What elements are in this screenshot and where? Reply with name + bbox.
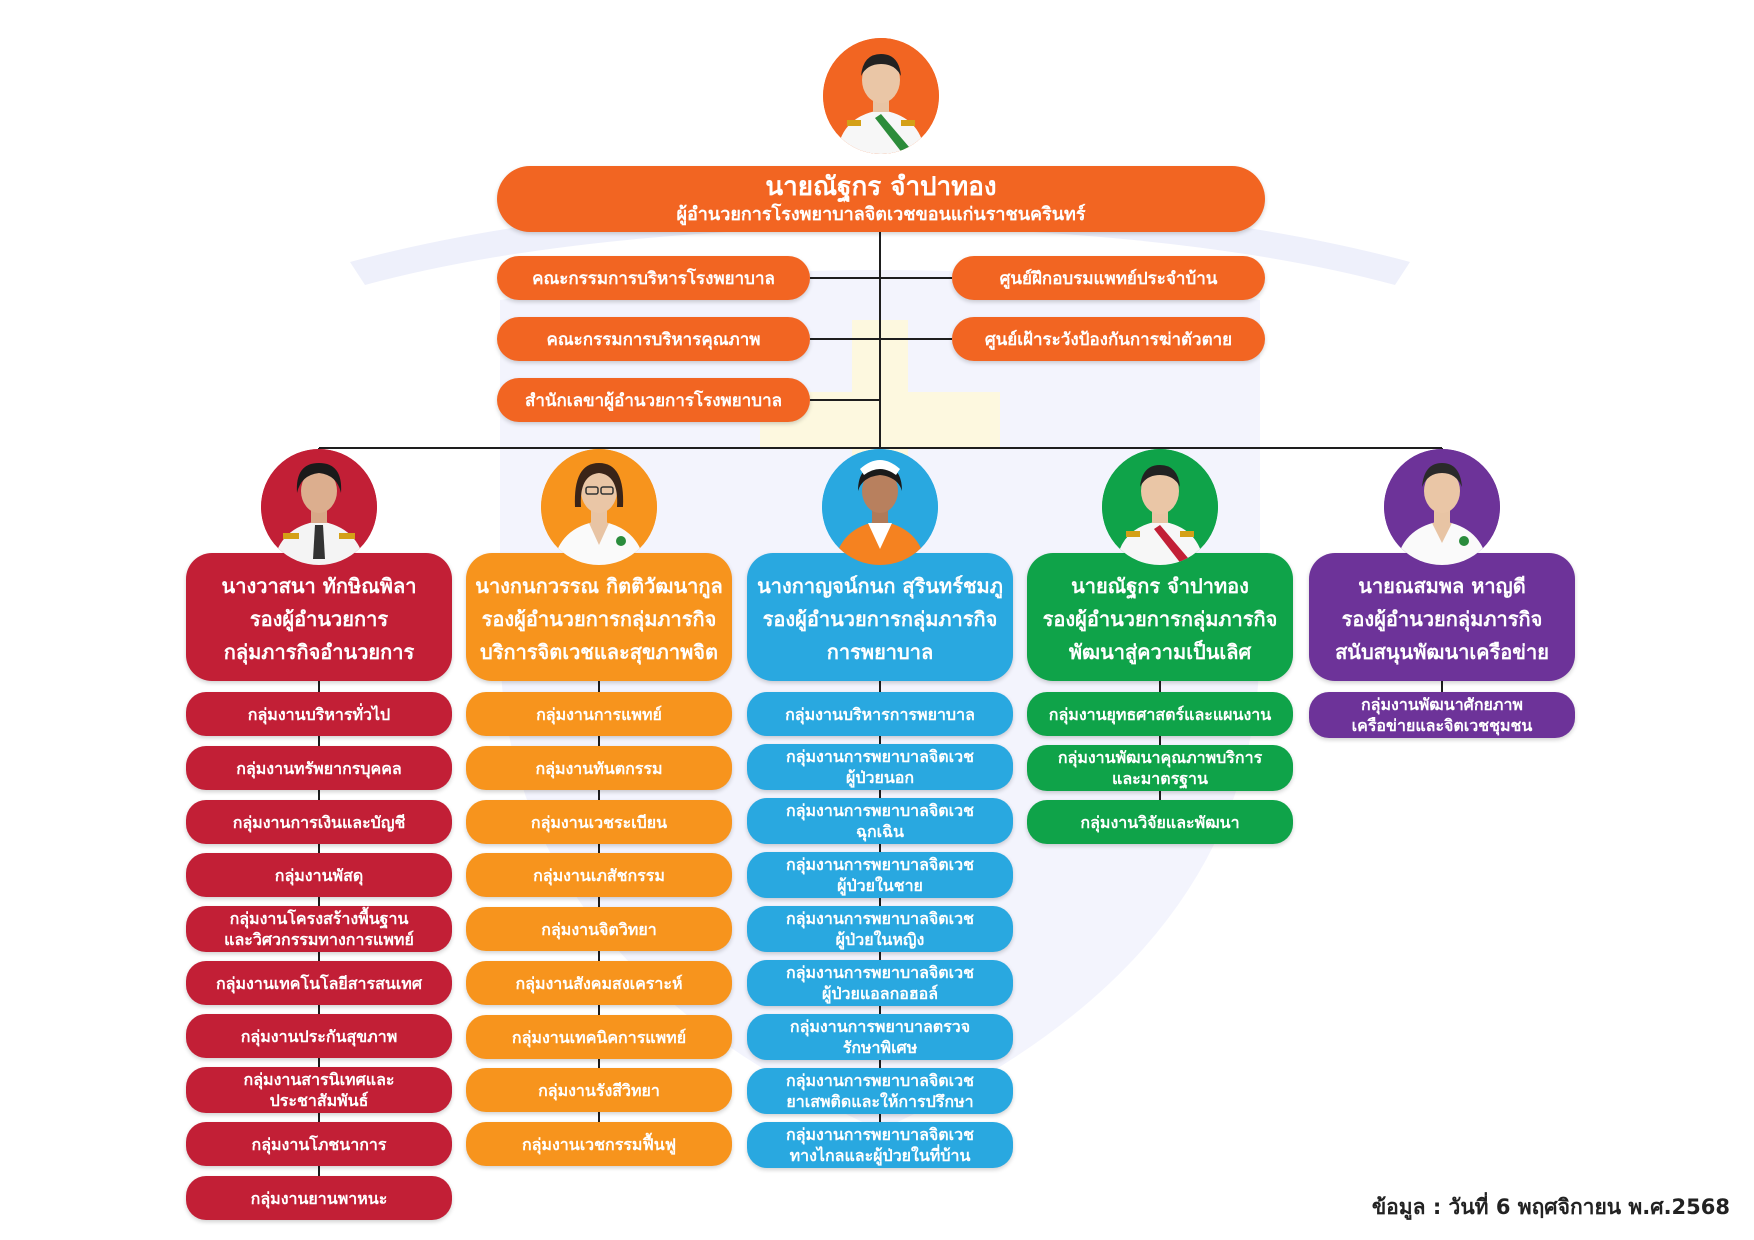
director-portrait — [823, 38, 939, 154]
dept-3-work-group: กลุ่มงานการพยาบาลจิตเวช ฉุกเฉิน — [747, 798, 1013, 844]
dept-3-work-group: กลุ่มงานการพยาบาลจิตเวช ยาเสพติดและให้กา… — [747, 1068, 1013, 1114]
dept-3-header: นางกาญจน์กนก สุรินทร์ชมภู รองผู้อำนวยการ… — [747, 553, 1013, 681]
dept-2-work-group: กลุ่มงานรังสีวิทยา — [466, 1068, 732, 1112]
dept-3-work-group: กลุ่มงานการพยาบาลตรวจ รักษาพิเศษ — [747, 1014, 1013, 1060]
dept-3-name: นางกาญจน์กนก สุรินทร์ชมภู — [757, 573, 1003, 598]
dept-1-name: นางวาสนา ทักษิณพิลา — [221, 573, 417, 598]
dept-2-work-group: กลุ่มงานจิตวิทยา — [466, 907, 732, 951]
director-name: นายณัฐกร จำปาทอง — [765, 172, 997, 202]
data-date-footer: ข้อมูล : วันที่ 6 พฤศจิกายน พ.ศ.2568 — [1371, 1195, 1730, 1219]
unit-quality-committee: คณะกรรมการบริหารคุณภาพ — [497, 317, 810, 361]
dept-3-work-group: กลุ่มงานบริหารการพยาบาล — [747, 692, 1013, 736]
dept-3-role: รองผู้อำนวยการกลุ่มภารกิจ — [762, 606, 998, 631]
dept-1-work-group: กลุ่มงานการเงินและบัญชี — [186, 800, 452, 844]
dept-5-role: รองผู้อำนวยกลุ่มภารกิจ — [1341, 606, 1543, 631]
dept-5-group: สนับสนุนพัฒนาเครือข่าย — [1335, 639, 1549, 664]
dept-4-name: นายณัฐกร จำปาทอง — [1071, 573, 1249, 598]
unit-director-secretary: สำนักเลขาผู้อำนวยการโรงพยาบาล — [497, 378, 810, 422]
director-title: ผู้อำนวยการโรงพยาบาลจิตเวชขอนแก่นราชนคริ… — [676, 204, 1086, 225]
dept-1-work-group: กลุ่มงานโภชนาการ — [186, 1122, 452, 1166]
dept-2-work-group: กลุ่มงานเวชกรรมฟื้นฟู — [466, 1122, 732, 1166]
dept-2-name: นางกนกวรรณ กิตติวัฒนากูล — [475, 573, 723, 598]
unit-hospital-committee: คณะกรรมการบริหารโรงพยาบาล — [497, 256, 810, 300]
dept-2-work-group: กลุ่มงานสังคมสงเคราะห์ — [466, 961, 732, 1005]
dept-2-work-group: กลุ่มงานการแพทย์ — [466, 692, 732, 736]
dept-1-work-group: กลุ่มงานสารนิเทศและ ประชาสัมพันธ์ — [186, 1067, 452, 1113]
deputy-3-portrait — [822, 449, 938, 565]
dept-1-role: รองผู้อำนวยการ — [249, 606, 389, 631]
dept-2-work-group: กลุ่มงานทันตกรรม — [466, 746, 732, 790]
deputy-2-portrait — [541, 449, 657, 565]
dept-4-work-group: กลุ่มงานวิจัยและพัฒนา — [1027, 800, 1293, 844]
dept-5-name: นายณสมพล หาญดี — [1358, 573, 1526, 598]
dept-1-work-group: กลุ่มงานยานพาหนะ — [186, 1176, 452, 1220]
dept-2-work-group: กลุ่มงานเวชระเบียน — [466, 800, 732, 844]
dept-1-header: นางวาสนา ทักษิณพิลา รองผู้อำนวยการ กลุ่ม… — [186, 553, 452, 681]
dept-1-work-group: กลุ่มงานโครงสร้างพื้นฐาน และวิศวกรรมทางก… — [186, 906, 452, 952]
dept-2-work-group: กลุ่มงานเภสัชกรรม — [466, 853, 732, 897]
dept-1-work-group: กลุ่มงานบริหารทั่วไป — [186, 692, 452, 736]
dept-2-group: บริการจิตเวชและสุขภาพจิต — [480, 639, 718, 664]
dept-5-work-group: กลุ่มงานพัฒนาศักยภาพ เครือข่ายและจิตเวชช… — [1309, 692, 1575, 738]
dept-3-group: การพยาบาล — [826, 639, 934, 664]
dept-3-work-group: กลุ่มงานการพยาบาลจิตเวช ผู้ป่วยในหญิง — [747, 906, 1013, 952]
dept-1-group: กลุ่มภารกิจอำนวยการ — [223, 639, 415, 664]
deputy-5-portrait — [1384, 449, 1500, 565]
dept-1-work-group: กลุ่มงานเทคโนโลยีสารสนเทศ — [186, 961, 452, 1005]
dept-3-work-group: กลุ่มงานการพยาบาลจิตเวช ผู้ป่วยแอลกอฮอล์ — [747, 960, 1013, 1006]
unit-residency-training-center: ศูนย์ฝึกอบรมแพทย์ประจำบ้าน — [952, 256, 1265, 300]
dept-3-work-group: กลุ่มงานการพยาบาลจิตเวช ทางไกลและผู้ป่วย… — [747, 1122, 1013, 1168]
dept-1-work-group: กลุ่มงานพัสดุ — [186, 853, 452, 897]
dept-4-role: รองผู้อำนวยการกลุ่มภารกิจ — [1042, 606, 1278, 631]
dept-1-work-group: กลุ่มงานทรัพยากรบุคคล — [186, 746, 452, 790]
dept-4-group: พัฒนาสู่ความเป็นเลิศ — [1068, 639, 1252, 664]
dept-2-role: รองผู้อำนวยการกลุ่มภารกิจ — [481, 606, 717, 631]
dept-1-work-group: กลุ่มงานประกันสุขภาพ — [186, 1014, 452, 1058]
dept-2-work-group: กลุ่มงานเทคนิคการแพทย์ — [466, 1015, 732, 1059]
dept-2-header: นางกนกวรรณ กิตติวัฒนากูล รองผู้อำนวยการก… — [466, 553, 732, 681]
dept-4-header: นายณัฐกร จำปาทอง รองผู้อำนวยการกลุ่มภารก… — [1027, 553, 1293, 681]
dept-4-work-group: กลุ่มงานพัฒนาคุณภาพบริการ และมาตรฐาน — [1027, 745, 1293, 791]
unit-suicide-prevention-center: ศูนย์เฝ้าระวังป้องกันการฆ่าตัวตาย — [952, 317, 1265, 361]
director-box: นายณัฐกร จำปาทอง ผู้อำนวยการโรงพยาบาลจิต… — [497, 166, 1265, 232]
dept-3-work-group: กลุ่มงานการพยาบาลจิตเวช ผู้ป่วยนอก — [747, 744, 1013, 790]
dept-5-header: นายณสมพล หาญดี รองผู้อำนวยกลุ่มภารกิจ สน… — [1309, 553, 1575, 681]
deputy-4-portrait — [1102, 449, 1218, 565]
deputy-1-portrait — [261, 449, 377, 565]
dept-4-work-group: กลุ่มงานยุทธศาสตร์และแผนงาน — [1027, 692, 1293, 736]
dept-3-work-group: กลุ่มงานการพยาบาลจิตเวช ผู้ป่วยในชาย — [747, 852, 1013, 898]
